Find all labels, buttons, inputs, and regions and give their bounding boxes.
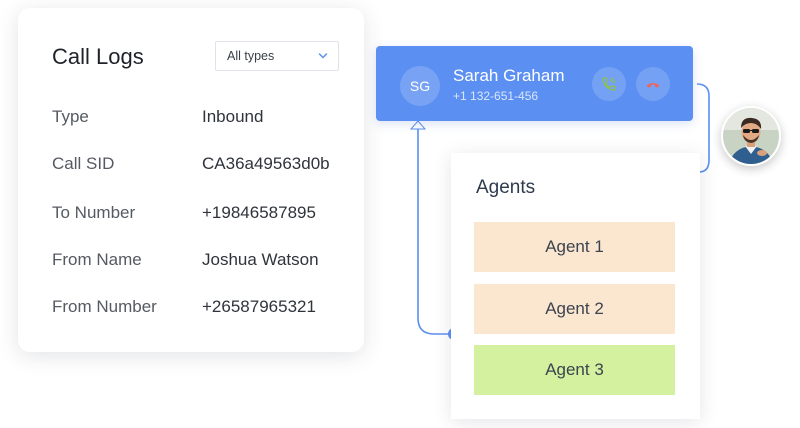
log-label: From Number bbox=[52, 297, 157, 316]
agent-item-2[interactable]: Agent 2 bbox=[474, 284, 675, 334]
caller-name: Sarah Graham bbox=[453, 66, 565, 85]
phone-hangup-icon bbox=[646, 83, 660, 88]
agent-item-3[interactable]: Agent 3 bbox=[474, 345, 675, 395]
caller-avatar: SG bbox=[400, 66, 440, 106]
log-row-type: Type Inbound bbox=[52, 107, 263, 127]
caller-phone: +1 132-651-456 bbox=[453, 89, 539, 103]
agents-card: Agents Agent 1 Agent 2 Agent 3 bbox=[451, 153, 700, 419]
log-label: To Number bbox=[52, 203, 136, 222]
connector-caller-to-agent bbox=[417, 128, 454, 335]
agent-item-1[interactable]: Agent 1 bbox=[474, 222, 675, 272]
log-row-from-name: From Name Joshua Watson bbox=[52, 250, 319, 270]
log-label: Call SID bbox=[52, 154, 115, 173]
type-filter-value: All types bbox=[227, 49, 275, 63]
log-value: Joshua Watson bbox=[202, 250, 319, 269]
log-value: +19846587895 bbox=[202, 203, 316, 222]
log-value: CA36a49563d0b bbox=[202, 154, 330, 173]
agent-avatar-photo bbox=[721, 106, 781, 166]
agents-title: Agents bbox=[476, 177, 536, 198]
phone-accept-icon bbox=[602, 77, 616, 91]
hang-up-button[interactable] bbox=[636, 67, 670, 101]
log-row-call-sid: Call SID CA36a49563d0b bbox=[52, 154, 330, 174]
log-value: +26587965321 bbox=[202, 297, 316, 316]
log-value: Inbound bbox=[202, 107, 264, 126]
log-label: Type bbox=[52, 107, 89, 126]
type-filter-select[interactable]: All types bbox=[215, 41, 339, 71]
incoming-call-bar: SG Sarah Graham +1 132-651-456 bbox=[376, 46, 693, 121]
accept-call-button[interactable] bbox=[592, 67, 626, 101]
call-logs-card: Call Logs All types Type Inbound Call SI… bbox=[18, 8, 364, 352]
chevron-down-icon bbox=[318, 53, 328, 59]
log-label: From Name bbox=[52, 250, 142, 269]
log-row-from-number: From Number +26587965321 bbox=[52, 297, 316, 317]
connector-notch-icon bbox=[409, 120, 427, 130]
person-avatar-icon bbox=[723, 108, 779, 164]
call-logs-title: Call Logs bbox=[52, 44, 144, 69]
log-row-to-number: To Number +19846587895 bbox=[52, 203, 316, 223]
